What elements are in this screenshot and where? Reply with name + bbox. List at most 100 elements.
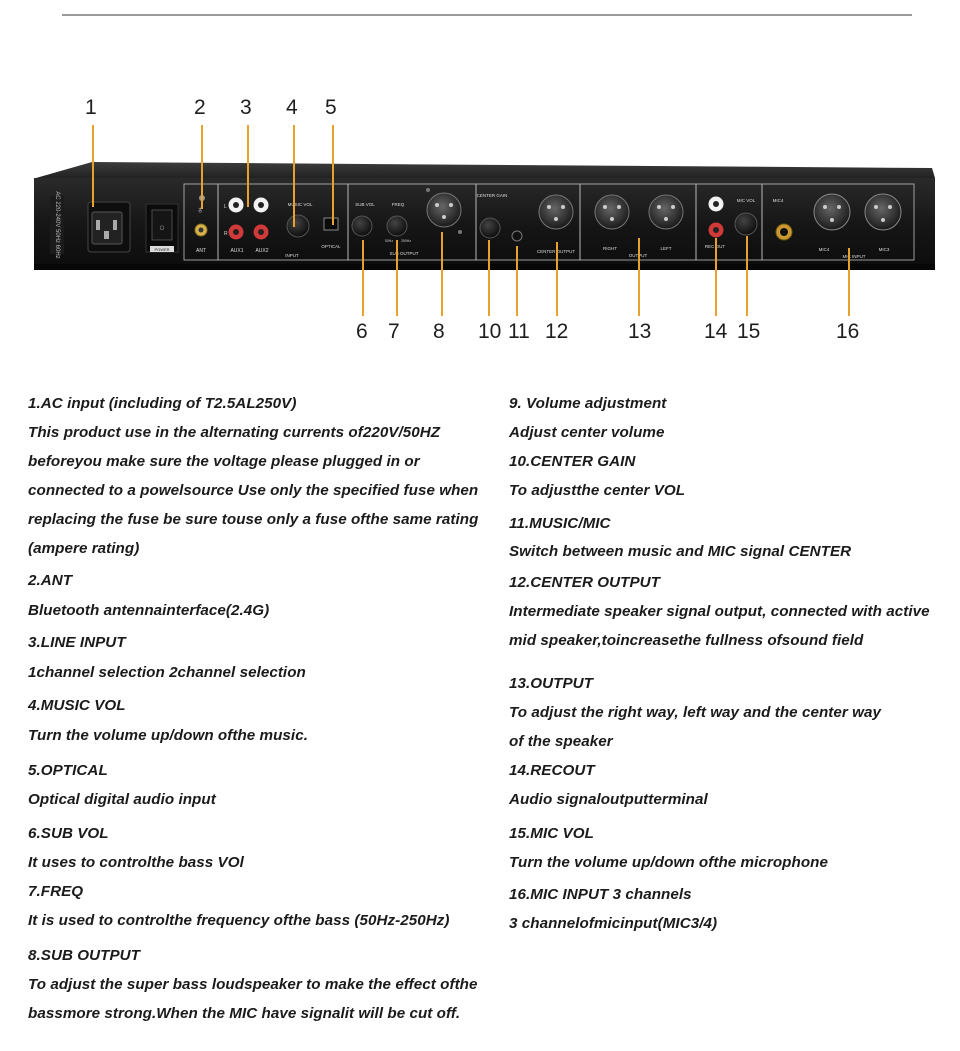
top-divider xyxy=(62,14,912,16)
svg-text:INPUT: INPUT xyxy=(285,253,299,258)
item-1-line: replacing the fuse be sure touse only a … xyxy=(28,511,479,528)
svg-text:L: L xyxy=(224,204,227,210)
item-3-line: 1channel selection 2channel selection xyxy=(28,664,306,681)
mic4-xlr: MIC4 xyxy=(813,193,851,252)
leader-11 xyxy=(516,246,518,316)
item-13-line: of the speaker xyxy=(509,733,613,750)
svg-text:SUB OUTPUT: SUB OUTPUT xyxy=(389,251,418,256)
leader-3 xyxy=(247,125,249,207)
sub-output-xlr xyxy=(426,188,462,234)
item-10-title: 10.CENTER GAIN xyxy=(509,453,636,470)
svg-text:CENTER GAIN: CENTER GAIN xyxy=(477,193,508,198)
item-6-title: 6.SUB VOL xyxy=(28,825,109,842)
svg-text:AUX1: AUX1 xyxy=(230,248,243,254)
left-description-column: 1.AC input (including of T2.5AL250V) Thi… xyxy=(28,392,478,1031)
leader-12 xyxy=(556,242,558,316)
label-13: 13 xyxy=(628,320,652,343)
leader-8 xyxy=(441,232,443,316)
svg-text:MIC INPUT: MIC INPUT xyxy=(843,254,866,259)
svg-text:LEFT: LEFT xyxy=(660,246,671,251)
device-rear-panel: AC 220-240V 50Hz 60Hz O POWER ♁ ANT xyxy=(34,162,935,270)
label-12: 12 xyxy=(545,320,569,343)
leader-1 xyxy=(92,125,94,207)
item-12-line: Intermediate speaker signal output, conn… xyxy=(509,603,930,620)
leader-6 xyxy=(362,240,364,316)
svg-text:♁: ♁ xyxy=(196,205,204,216)
leader-4 xyxy=(293,125,295,227)
leader-2 xyxy=(201,125,203,209)
leader-5 xyxy=(332,125,334,225)
item-14-line: Audio signaloutputterminal xyxy=(509,791,708,808)
item-13-title: 13.OUTPUT xyxy=(509,675,593,692)
item-1-title: 1.AC input (including of T2.5AL250V) xyxy=(28,395,297,412)
leader-10 xyxy=(488,240,490,316)
item-9-title: 9. Volume adjustment xyxy=(509,395,667,412)
label-3: 3 xyxy=(240,96,252,119)
svg-text:MIC VOL: MIC VOL xyxy=(737,198,756,203)
label-8: 8 xyxy=(433,320,445,343)
power-rating-text: AC 220-240V 50Hz 60Hz xyxy=(54,191,60,258)
svg-text:MUSIC VOL: MUSIC VOL xyxy=(288,202,313,207)
svg-text:AUX2: AUX2 xyxy=(255,248,268,254)
leader-7 xyxy=(396,240,398,316)
optical-input: OPTICAL xyxy=(321,217,341,249)
svg-text:O: O xyxy=(160,226,165,232)
music-mic-switch xyxy=(511,230,523,242)
sub-vol-knob: SUB VOL xyxy=(351,202,375,237)
mic-vol-knob: MIC VOL xyxy=(734,198,758,236)
item-11-line: Switch between music and MIC signal CENT… xyxy=(509,543,852,560)
svg-text:MIC3: MIC3 xyxy=(879,247,890,252)
item-1-line: (ampere rating) xyxy=(28,540,140,557)
item-1-line: connected to a powelsource Use only the … xyxy=(28,482,479,499)
svg-text:MIC4: MIC4 xyxy=(773,198,784,203)
item-7-line: It is used to controlthe frequency ofthe… xyxy=(28,912,450,929)
item-12-title: 12.CENTER OUTPUT xyxy=(509,574,661,591)
center-gain-knob: CENTER GAIN xyxy=(477,193,508,239)
item-8-line: bassmore strong.When the MIC have signal… xyxy=(28,1005,461,1022)
svg-text:250Hz: 250Hz xyxy=(401,239,411,243)
right-description-column: 9. Volume adjustment Adjust center volum… xyxy=(509,392,930,941)
item-1-line: beforeyou make sure the voltage please p… xyxy=(28,453,420,470)
leader-16 xyxy=(848,248,850,316)
item-11-title: 11.MUSIC/MIC xyxy=(509,515,611,532)
item-1-line: This product use in the alternating curr… xyxy=(28,424,441,441)
item-7-title: 7.FREQ xyxy=(28,883,84,900)
item-14-title: 14.RECOUT xyxy=(509,762,595,779)
label-15: 15 xyxy=(737,320,761,343)
svg-text:OPTICAL: OPTICAL xyxy=(321,244,341,249)
item-2-title: 2.ANT xyxy=(28,572,73,589)
item-15-line: Turn the volume up/down ofthe microphone xyxy=(509,854,828,871)
item-13-line: To adjust the right way, left way and th… xyxy=(509,704,881,721)
item-16-title: 16.MIC INPUT 3 channels xyxy=(509,886,692,903)
label-4: 4 xyxy=(286,96,298,119)
leader-13 xyxy=(638,238,640,316)
output-right-xlr: RIGHT xyxy=(594,194,630,251)
aux-rca-inputs: L R AUX1 AUX2 xyxy=(224,197,269,254)
item-12-line: mid speaker,toincreasethe fullness ofsou… xyxy=(509,632,864,649)
label-11: 11 xyxy=(508,320,530,343)
item-16-line: 3 channelofmicinput(MIC3/4) xyxy=(509,915,718,932)
mic3-xlr: MIC3 MIC INPUT xyxy=(843,193,902,259)
mic-jack: MIC4 xyxy=(773,198,793,241)
svg-text:RIGHT: RIGHT xyxy=(603,246,617,251)
item-8-line: To adjust the super bass loudspeaker to … xyxy=(28,976,478,993)
leader-15 xyxy=(746,236,748,316)
label-2: 2 xyxy=(194,96,206,119)
item-6-line: It uses to controlthe bass VOl xyxy=(28,854,244,871)
item-4-line: Turn the volume up/down ofthe music. xyxy=(28,727,308,744)
power-switch: O POWER xyxy=(145,203,179,253)
item-15-title: 15.MIC VOL xyxy=(509,825,594,842)
item-5-line: Optical digital audio input xyxy=(28,791,216,808)
item-10-line: To adjustthe center VOL xyxy=(509,482,686,499)
svg-text:ANT: ANT xyxy=(196,248,206,254)
svg-text:POWER: POWER xyxy=(154,247,169,252)
svg-text:MIC4: MIC4 xyxy=(819,247,830,252)
label-14: 14 xyxy=(704,320,728,343)
label-5: 5 xyxy=(325,96,337,119)
leader-14 xyxy=(715,238,717,316)
label-1: 1 xyxy=(85,96,97,119)
svg-text:R: R xyxy=(224,231,228,237)
item-4-title: 4.MUSIC VOL xyxy=(28,697,126,714)
label-7: 7 xyxy=(388,320,400,343)
item-5-title: 5.OPTICAL xyxy=(28,762,108,779)
